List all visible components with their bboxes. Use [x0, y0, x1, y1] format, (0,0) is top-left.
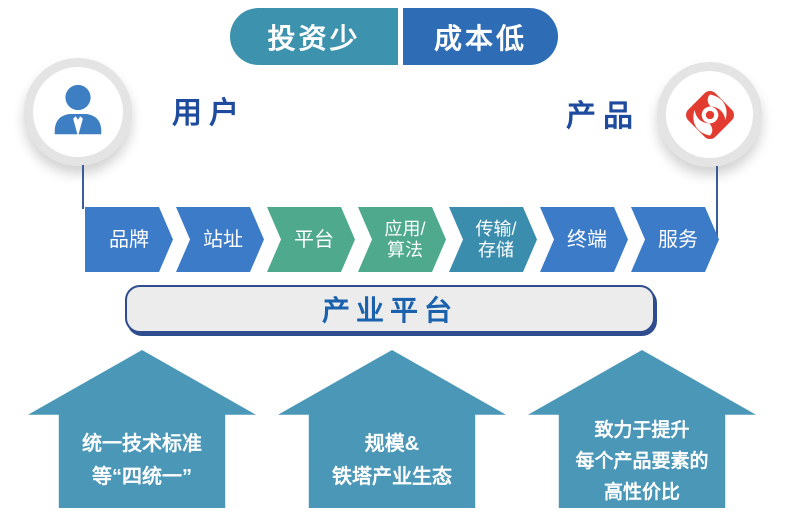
banner-low-investment: 投资少 [230, 8, 398, 65]
product-label: 产品 [566, 100, 640, 133]
chain-segment-transmission-storage: 传输/ 存储 [449, 207, 537, 272]
arrow-cost-performance-text: 致力于提升 每个产品要素的 高性价比 [575, 419, 709, 503]
user-connector-line [82, 165, 84, 209]
chain-segment-site: 站址 [176, 207, 264, 272]
arrow-cost-performance: 致力于提升 每个产品要素的 高性价比 [528, 350, 756, 508]
chain-segment-application-algorithm: 应用/ 算法 [358, 207, 446, 272]
chain-segment-brand: 品牌 [85, 207, 173, 272]
chain-segment-terminal: 终端 [540, 207, 628, 272]
user-label: 用户 [172, 97, 246, 130]
banner-low-cost: 成本低 [403, 8, 558, 65]
product-node-circle [657, 62, 762, 167]
arrow-unified-standards: 统一技术标准 等“四统一” [28, 350, 256, 508]
industry-platform-label: 产业平台 [321, 295, 458, 326]
china-tower-logo-icon [678, 83, 742, 147]
product-connector-line [716, 166, 718, 240]
user-icon [47, 81, 109, 143]
banner-low-cost-label: 成本低 [433, 22, 527, 54]
chain-segment-service: 服务 [631, 207, 719, 272]
chain-segment-platform: 平台 [267, 207, 355, 272]
banner-low-investment-label: 投资少 [267, 22, 361, 54]
arrow-scale-ecosystem: 规模& 铁塔产业生态 [278, 350, 506, 508]
user-node-circle [24, 58, 132, 166]
industry-platform-bar: 产业平台 [125, 285, 655, 333]
arrow-unified-standards-text: 统一技术标准 等“四统一” [82, 433, 202, 489]
process-chain: 品牌 站址 平台 应用/ 算法 传输/ 存储 终端 服务 [85, 207, 719, 272]
arrow-scale-ecosystem-text: 规模& 铁塔产业生态 [332, 433, 452, 489]
